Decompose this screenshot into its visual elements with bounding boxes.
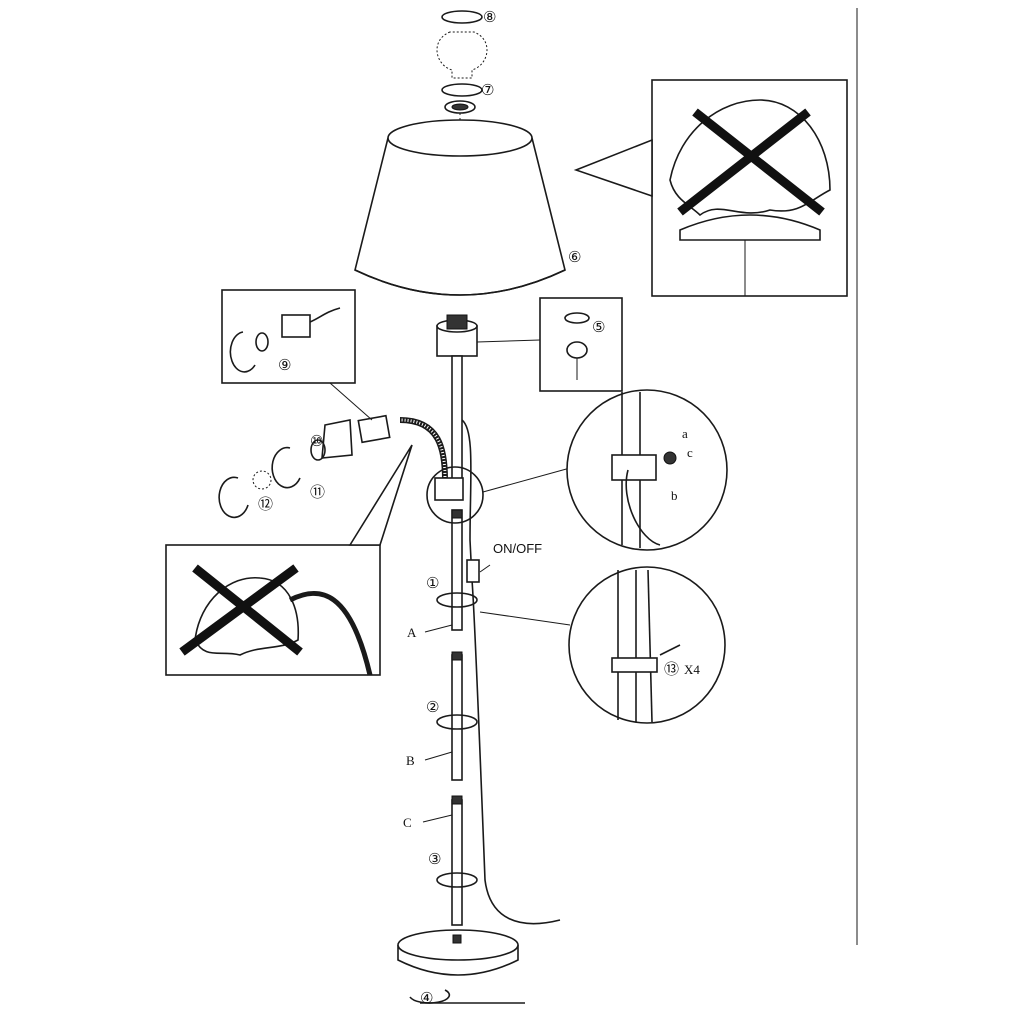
detail-socket-ring [476, 297, 623, 392]
step-2: ② [426, 698, 439, 716]
detail-wrong-shade [573, 79, 848, 297]
step-6: ⑥ [568, 248, 581, 266]
part-c-label: C [403, 815, 412, 830]
part-b-label: B [406, 753, 415, 768]
step-8: ⑧ [483, 8, 496, 26]
socket [436, 314, 478, 357]
step-10: ⑩ [310, 432, 323, 450]
detail-c-label: c [687, 445, 693, 460]
detail-cable-clip [479, 566, 726, 724]
step-5: ⑤ [592, 318, 605, 336]
pointer-b [424, 751, 453, 761]
pointer-switch [479, 564, 491, 573]
step-4: ④ [420, 989, 433, 1007]
base [397, 929, 525, 1004]
reading-light [218, 414, 464, 519]
step-1: ① [426, 574, 439, 592]
step-12: ⑫ [258, 495, 273, 513]
detail-arm-ring [221, 289, 373, 421]
detail-b-label: b [671, 488, 678, 503]
detail-wrong-reading-shade [165, 444, 413, 676]
power-cable [461, 419, 561, 925]
on-off-label: ON/OFF [493, 541, 542, 556]
pointer-a [424, 624, 453, 633]
step-9: ⑨ [278, 356, 291, 374]
pointer-c [422, 814, 453, 823]
step-7: ⑦ [481, 81, 494, 99]
lampshade [354, 119, 566, 296]
detail-clamp [426, 389, 728, 551]
step-13: ⑬ [664, 660, 679, 678]
part-a-label: A [407, 625, 417, 640]
pole [436, 355, 478, 926]
detail-a-label: a [682, 426, 688, 441]
on-off-switch [466, 559, 480, 583]
step-3: ③ [428, 850, 441, 868]
clip-quantity-label: X4 [684, 662, 700, 677]
step-11: ⑪ [310, 483, 325, 501]
